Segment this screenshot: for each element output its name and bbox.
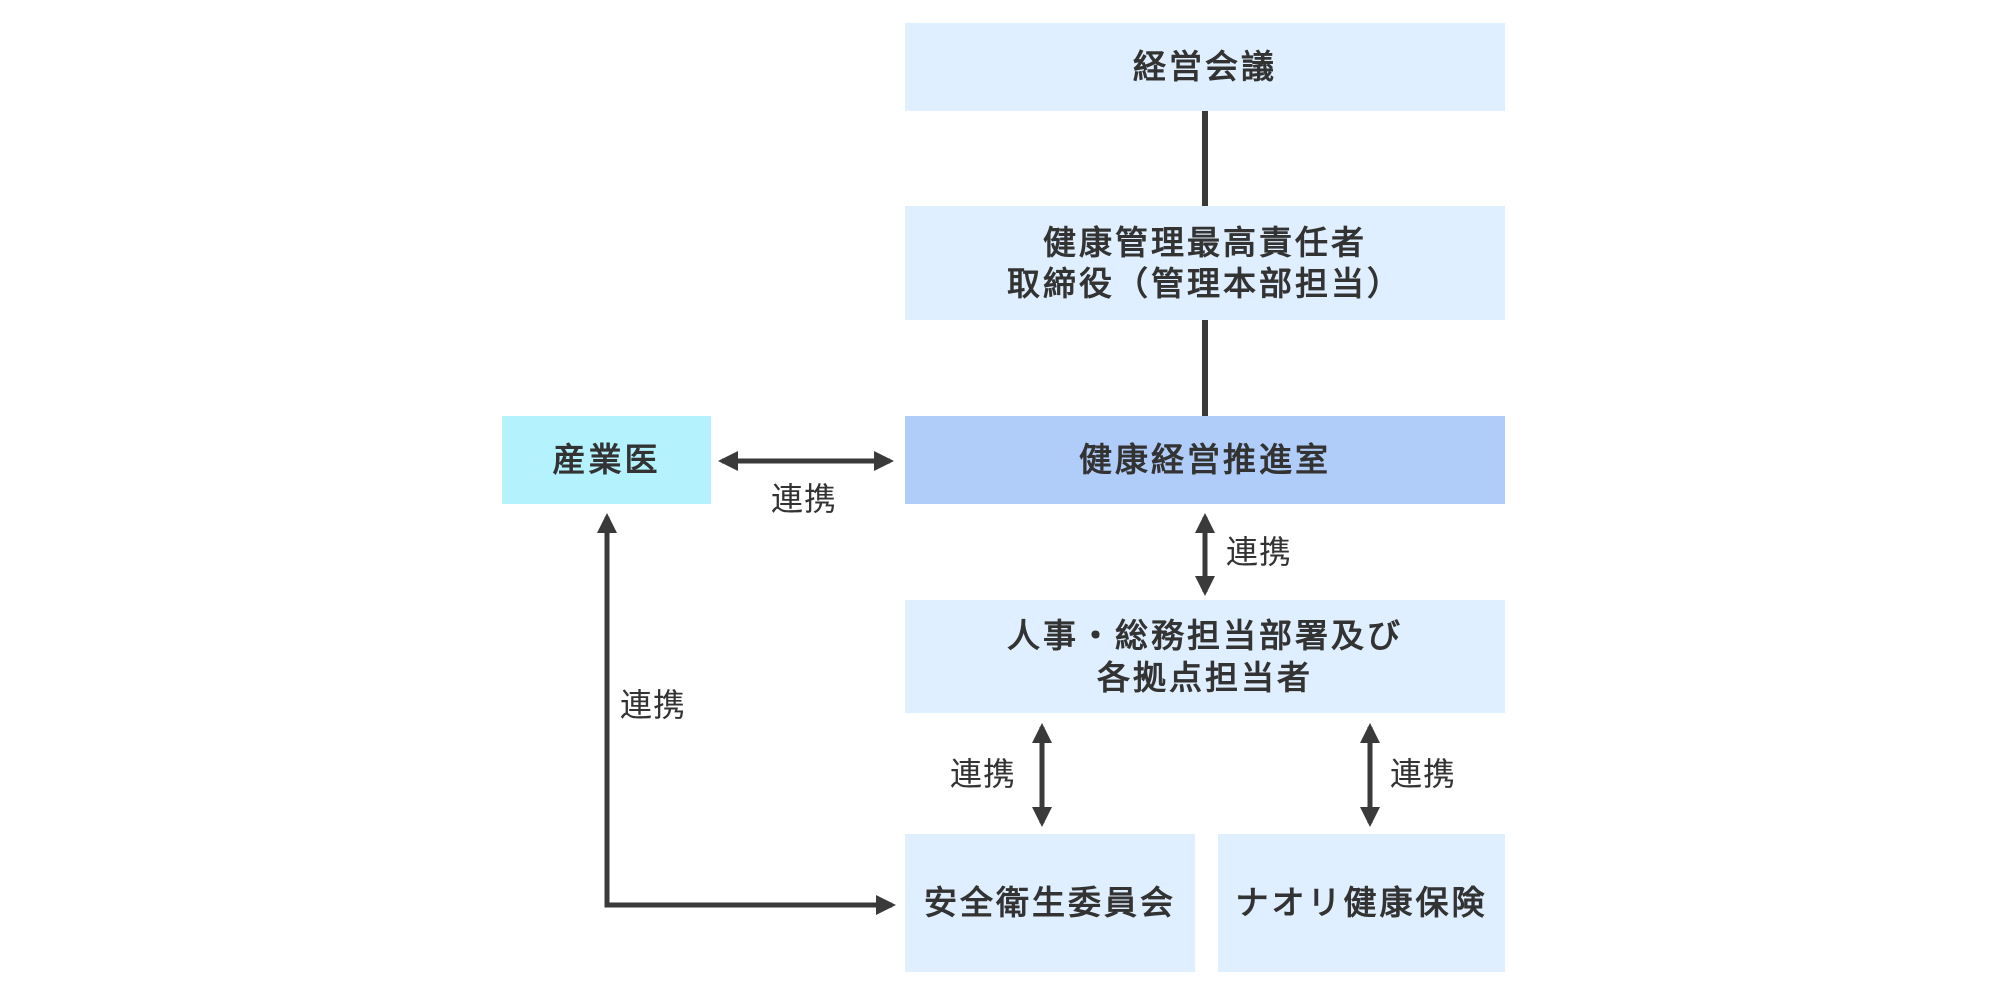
node-industrial-physician: 産業医 xyxy=(502,416,711,504)
link-label-physician-committee: 連携 xyxy=(620,686,687,724)
link-label-office-hr: 連携 xyxy=(1226,533,1293,571)
node-hr-department: 人事・総務担当部署及び 各拠点担当者 xyxy=(905,600,1505,713)
node-health-insurance: ナオリ健康保険 xyxy=(1218,834,1505,972)
node-chief-label-1: 健康管理最高責任者 xyxy=(1043,222,1367,262)
node-industrial-physician-label: 産業医 xyxy=(552,440,661,480)
node-promotion-office-label: 健康経営推進室 xyxy=(1079,440,1331,480)
node-health-insurance-label: ナオリ健康保険 xyxy=(1235,883,1488,923)
node-chief: 健康管理最高責任者 取締役（管理本部担当） xyxy=(905,206,1505,320)
link-label-hr-committee: 連携 xyxy=(950,755,1017,793)
node-board: 経営会議 xyxy=(905,23,1505,111)
link-label-hr-insurance: 連携 xyxy=(1390,755,1457,793)
node-promotion-office: 健康経営推進室 xyxy=(905,416,1505,504)
node-hr-department-label-1: 人事・総務担当部署及び xyxy=(1007,616,1403,656)
arrow-physician-committee xyxy=(597,513,896,915)
node-hr-department-label-2: 各拠点担当者 xyxy=(1097,657,1313,697)
node-chief-label-2: 取締役（管理本部担当） xyxy=(1007,264,1403,303)
link-label-physician-office: 連携 xyxy=(771,480,838,518)
node-safety-committee: 安全衛生委員会 xyxy=(905,834,1195,972)
node-board-label: 経営会議 xyxy=(1133,47,1277,87)
node-safety-committee-label: 安全衛生委員会 xyxy=(924,883,1176,923)
